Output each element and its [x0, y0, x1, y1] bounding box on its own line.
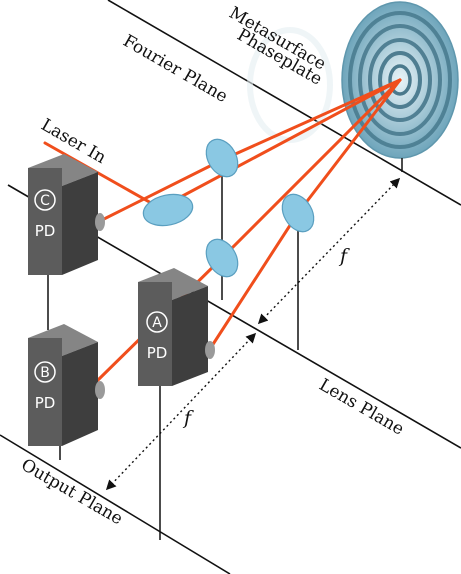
lens-middle [205, 238, 239, 278]
beam-to-detector-c [96, 158, 224, 224]
detector-c-badge [34, 189, 56, 211]
laser-input-beam [43, 141, 162, 210]
detector-c: C PD [28, 154, 105, 275]
focal-label-lower: f [182, 407, 194, 429]
lens-upper [205, 138, 239, 178]
fourier-plane-label: Fourier Plane [120, 31, 232, 107]
focal-arrow-lower [105, 332, 257, 491]
detector-c-id: C [40, 193, 50, 209]
detector-a: A PD [138, 268, 215, 386]
detector-b-badge [34, 361, 56, 383]
detector-b: B PD [28, 324, 105, 446]
laser-beams [43, 78, 402, 382]
detector-a-label: PD [147, 344, 168, 362]
output-plane-label: Output Plane [18, 455, 127, 529]
lens-plane-label: Lens Plane [316, 375, 408, 440]
beam-to-lens-middle [220, 78, 402, 260]
focal-arrow-upper [257, 177, 401, 325]
detector-b-id: B [40, 365, 50, 381]
lens-input [142, 193, 194, 227]
beam-to-lens-upper [220, 78, 402, 162]
detector-c-label: PD [35, 222, 56, 240]
output-plane-line [0, 434, 231, 574]
focal-label-upper: f [338, 245, 350, 267]
beam-to-phaseplate [158, 78, 402, 210]
detector-a-badge [146, 311, 168, 333]
detector-a-id: A [152, 315, 162, 331]
detector-b-label: PD [35, 394, 56, 412]
